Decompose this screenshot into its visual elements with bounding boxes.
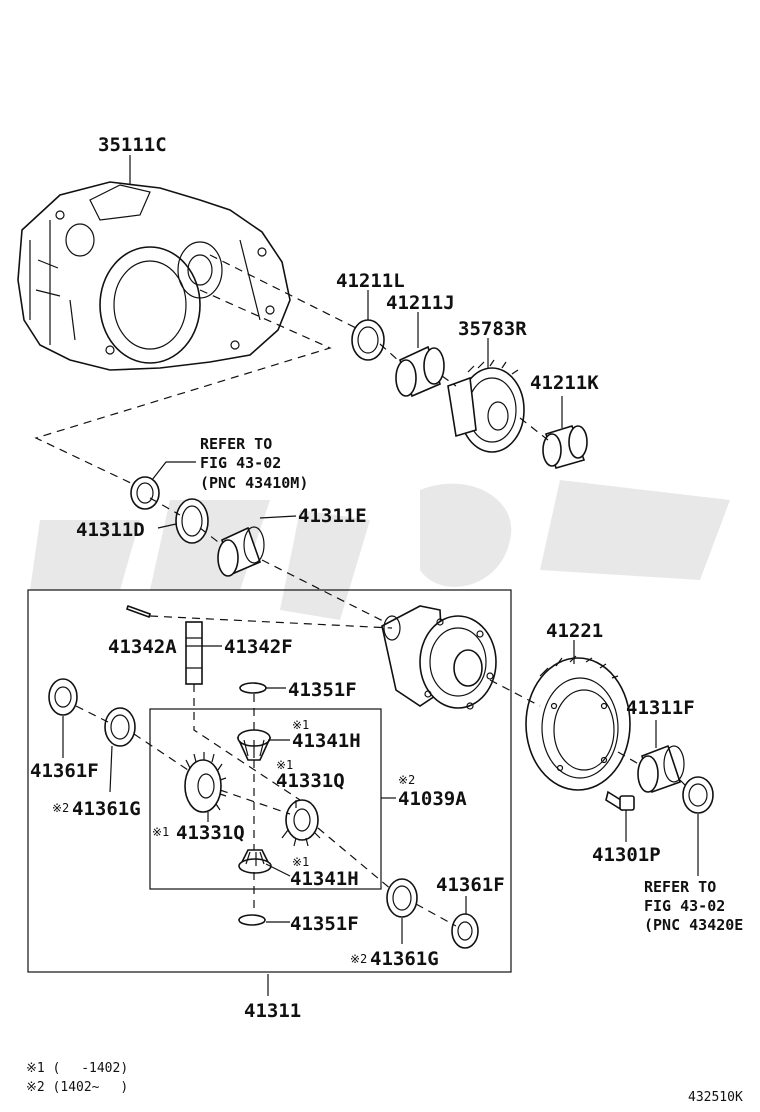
label-41211L: 41211L — [336, 270, 405, 292]
refer-note-1-line2: FIG 43-02 — [200, 454, 281, 472]
refer-note-2-line2: FIG 43-02 — [644, 897, 725, 915]
label-41361F-right: 41361F — [436, 874, 505, 896]
label-41039A: 41039A — [398, 788, 467, 810]
bearing-part — [637, 744, 685, 794]
pinion-gear-part — [238, 849, 272, 874]
refer-note-1-line3: (PNC 43410M) — [200, 474, 308, 492]
mark-x1-41331Q-left: ※1 — [152, 825, 169, 839]
mark-x2-41361G-right: ※2 — [350, 952, 367, 966]
label-41211K: 41211K — [530, 372, 599, 394]
thrust-washer-part — [48, 678, 78, 716]
pinion-gear-part — [236, 729, 272, 761]
thrust-washer-part — [451, 913, 479, 949]
label-41342F: 41342F — [224, 636, 293, 658]
label-41331Q-top: 41331Q — [276, 770, 345, 792]
oil-seal-part — [130, 476, 160, 510]
label-41351F-top: 41351F — [288, 679, 357, 701]
side-gear-part — [281, 799, 321, 847]
drive-gear-part — [447, 359, 525, 453]
figure-code: 432510K — [688, 1090, 743, 1105]
refer-note-1-line1: REFER TO — [200, 435, 272, 453]
bolt-part — [605, 790, 635, 812]
pinion-shaft-part — [185, 621, 203, 685]
label-41342A: 41342A — [108, 636, 177, 658]
label-35111C: 35111C — [98, 134, 167, 156]
label-35783R: 35783R — [458, 318, 527, 340]
label-41221: 41221 — [546, 620, 603, 642]
ring-gear-part — [525, 655, 631, 791]
refer-note-2-line1: REFER TO — [644, 878, 716, 896]
footnote-1: ※1 ( -1402) — [26, 1061, 128, 1076]
label-41311F: 41311F — [626, 697, 695, 719]
label-41311E: 41311E — [298, 505, 367, 527]
mark-x1-41331Q-top: ※1 — [276, 758, 293, 772]
thrust-washer-part — [239, 682, 267, 694]
thrust-washer-part — [104, 707, 136, 747]
bearing-part — [542, 425, 588, 469]
label-41361F-left: 41361F — [30, 760, 99, 782]
thrust-washer-part — [238, 914, 266, 926]
thrust-washer-part — [386, 878, 418, 918]
mark-x1-41341H-top: ※1 — [292, 718, 309, 732]
oil-seal-part — [682, 776, 714, 814]
label-41351F-bottom: 41351F — [290, 913, 359, 935]
label-41211J: 41211J — [386, 292, 455, 314]
shim-part — [175, 498, 209, 544]
mark-x1-41341H-bottom: ※1 — [292, 855, 309, 869]
refer-note-2-line3: (PNC 43420E — [644, 916, 743, 934]
label-41311: 41311 — [244, 1000, 301, 1022]
label-41361G-left: 41361G — [72, 798, 141, 820]
differential-case-part — [381, 605, 497, 710]
leader-lines — [62, 155, 699, 996]
label-41341H-bottom: 41341H — [290, 868, 359, 890]
label-41301P: 41301P — [592, 844, 661, 866]
transaxle-case-part — [17, 181, 291, 371]
assembly-lines — [34, 254, 691, 927]
mark-x2-41361G-left: ※2 — [52, 801, 69, 815]
oil-seal-part — [351, 319, 385, 361]
kit-box-41039A — [149, 708, 382, 890]
side-gear-part — [184, 752, 227, 813]
label-41341H-top: 41341H — [292, 730, 361, 752]
footnote-2: ※2 (1402~ ) — [26, 1080, 128, 1095]
pin-part — [125, 604, 152, 619]
assembly-box-41311 — [27, 589, 512, 973]
mark-x2-41039A: ※2 — [398, 773, 415, 787]
bearing-part — [217, 526, 265, 577]
label-41311D: 41311D — [76, 519, 145, 541]
label-41331Q-left: 41331Q — [176, 822, 245, 844]
bearing-part — [395, 345, 445, 398]
label-41361G-right: 41361G — [370, 948, 439, 970]
